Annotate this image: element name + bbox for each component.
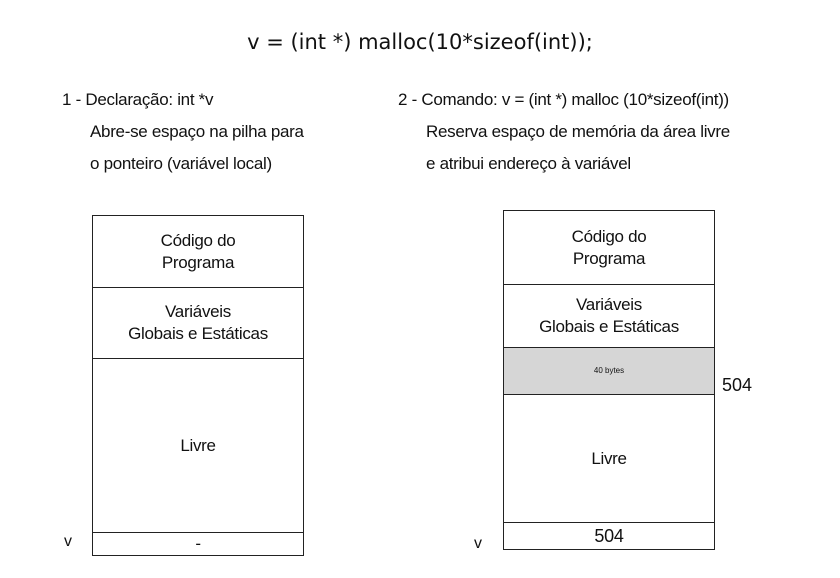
step2-line2: Reserva espaço de memória da área livre: [426, 122, 730, 141]
pointer-cell: -: [195, 534, 201, 553]
step2-heading: 2 - Comando: v = (int *) malloc (10*size…: [398, 90, 729, 109]
free-section: Livre: [504, 395, 714, 523]
diagram-title: v = (int *) malloc(10*sizeof(int));: [247, 30, 593, 54]
step1-description: 1 - Declaração: int *v Abre-se espaço na…: [62, 84, 304, 180]
code-section: Código do Programa: [93, 216, 303, 288]
step1-line2: Abre-se espaço na pilha para: [90, 122, 304, 141]
globals-section: Variáveis Globais e Estáticas: [93, 288, 303, 359]
memory-layout-before: Código do Programa Variáveis Globais e E…: [92, 215, 304, 556]
pointer-label: v: [64, 533, 72, 550]
memory-layout-after: Código do Programa Variáveis Globais e E…: [503, 210, 715, 550]
step2-description: 2 - Comando: v = (int *) malloc (10*size…: [398, 84, 730, 180]
globals-section: Variáveis Globais e Estáticas: [504, 285, 714, 348]
step1-line3: o ponteiro (variável local): [90, 154, 272, 173]
free-section: Livre: [93, 359, 303, 533]
step1-heading: 1 - Declaração: int *v: [62, 90, 214, 109]
pointer-cell: 504: [594, 526, 624, 546]
allocated-address-label: 504: [722, 375, 753, 395]
step2-line3: e atribui endereço à variável: [426, 154, 631, 173]
pointer-label: v: [474, 535, 482, 552]
allocated-block: 40 bytes: [504, 348, 714, 395]
code-section: Código do Programa: [504, 211, 714, 285]
